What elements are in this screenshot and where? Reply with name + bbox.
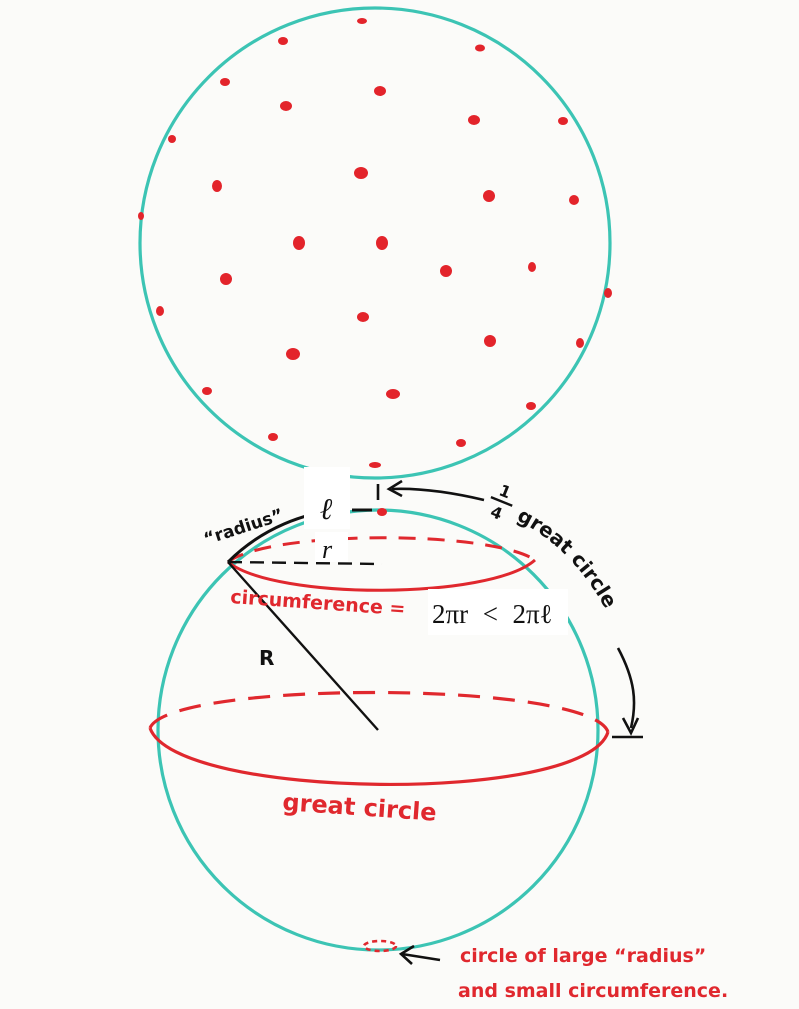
dot (576, 338, 584, 348)
dot (156, 306, 164, 316)
note-arrow-line (401, 952, 441, 962)
arrow-head-top (386, 479, 403, 498)
dot (528, 262, 536, 272)
ell-label: ℓ (320, 493, 333, 526)
r-label: r (322, 535, 333, 564)
r-label-box (315, 532, 348, 562)
great-circle-back (148, 690, 610, 733)
note-arrow-head (398, 944, 415, 965)
dot (440, 265, 452, 277)
radius-R-line (227, 561, 379, 731)
small-radius-line (227, 560, 383, 566)
dot (484, 335, 496, 347)
formula-rhs: 2πℓ (513, 599, 553, 629)
dot (604, 288, 612, 298)
dot (374, 86, 386, 96)
note-line-1: circle of large “radius” (460, 945, 706, 967)
ell-label-box (304, 467, 350, 529)
dot (569, 195, 579, 205)
top-sphere (138, 6, 612, 480)
dot (369, 462, 381, 468)
tiny-circle (362, 939, 398, 953)
dot (293, 236, 305, 250)
dot (286, 348, 300, 360)
fraction-bar (490, 496, 513, 507)
dot (212, 180, 222, 192)
dot (386, 389, 400, 399)
dot (558, 117, 568, 125)
bottom-sphere (148, 507, 610, 953)
dot (220, 273, 232, 285)
dot (357, 18, 367, 24)
note-line-2: and small circumference. (458, 980, 728, 1002)
quarter-denominator: 4 (488, 502, 505, 524)
north-pole-dot (377, 508, 387, 516)
dot-pattern (138, 18, 612, 468)
quarter-fraction: 1 4 (488, 481, 514, 524)
arrow-top-segment (391, 487, 485, 502)
dot (376, 236, 388, 250)
dot (280, 101, 292, 111)
dot (268, 433, 278, 441)
dot (526, 402, 536, 410)
great-circle-label: great circle (282, 788, 438, 827)
dot (138, 212, 144, 220)
labels: “radius” ℓ r 1 4 great circle circumfere… (201, 467, 728, 1002)
dot (483, 190, 495, 202)
dot (468, 115, 480, 125)
great-circle-front (148, 727, 610, 786)
top-sphere-outline (138, 6, 612, 480)
quarter-great-circle-arrow (376, 479, 643, 739)
big-R-label: R (259, 646, 274, 670)
dot (475, 44, 485, 52)
dot (357, 312, 369, 322)
formula: 2πr < 2πℓ (432, 599, 553, 630)
arrow-head-bottom (621, 717, 640, 736)
bottom-note-arrow (398, 944, 441, 965)
dot (168, 135, 176, 143)
small-circle-front (227, 558, 536, 592)
radius-quote-label: “radius” (201, 505, 286, 549)
dot (456, 439, 466, 447)
formula-lt: < (483, 599, 498, 629)
formula-box (428, 589, 568, 635)
formula-lhs: 2πr (432, 599, 468, 629)
dot (202, 387, 212, 395)
dot (278, 37, 288, 45)
small-circle-back (227, 536, 536, 564)
dot (354, 167, 368, 179)
dot (220, 78, 230, 86)
arrow-right-segment (616, 647, 636, 729)
